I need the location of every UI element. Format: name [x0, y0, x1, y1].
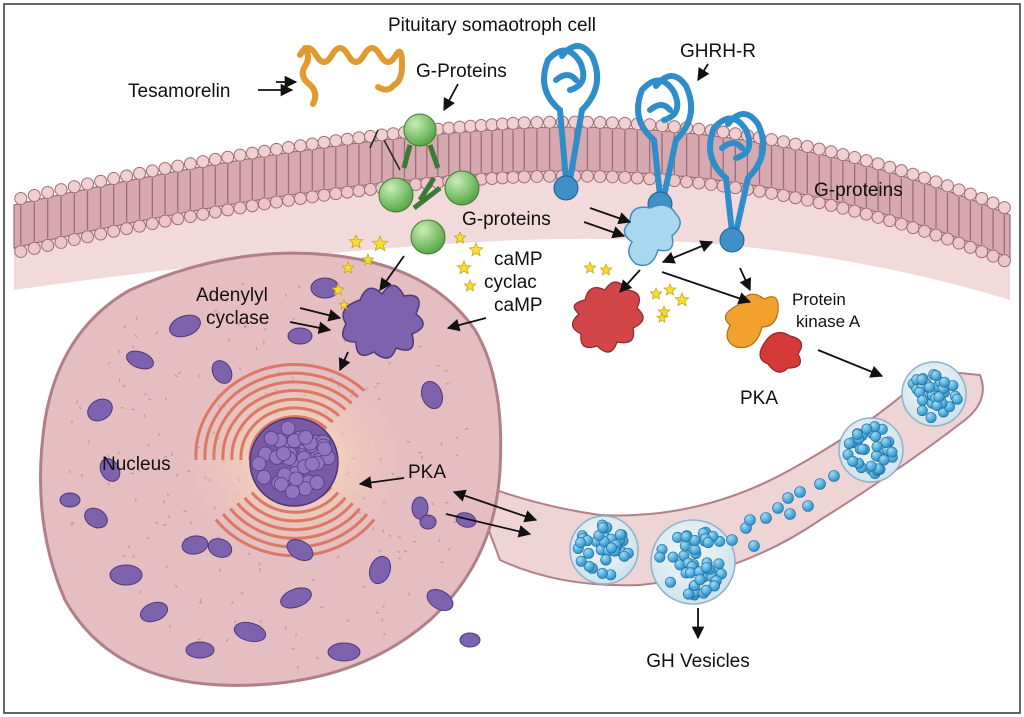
label-camp-1: caMP [494, 249, 543, 270]
tesamorelin-tail [299, 45, 319, 107]
label-pka-nucleus: PKA [408, 462, 446, 483]
star-icon [331, 230, 690, 323]
label-g-proteins-mid: G-proteins [462, 209, 551, 230]
g-protein-blue-icon [623, 204, 681, 267]
activated-enzyme-icon [571, 281, 644, 353]
tesamorelin-peptide-icon [297, 45, 406, 93]
label-pka-right: PKA [740, 388, 778, 409]
protein-kinase-a-icon [724, 293, 803, 373]
organelles [59, 277, 481, 662]
label-g-proteins-top: G-Proteins [416, 61, 507, 82]
g-protein-icon [369, 113, 480, 255]
label-g-proteins-right: G-proteins [814, 180, 903, 201]
label-ghrh-r: GHRH-R [680, 41, 756, 62]
adenylyl-cyclase-icon [341, 284, 424, 359]
arrows [258, 63, 884, 640]
label-cyclac: cyclac [484, 272, 537, 293]
label-tesamorelin: Tesamorelin [128, 81, 230, 102]
label-adenylyl: Adenylyl [196, 285, 268, 306]
label-cyclase: cyclase [206, 308, 269, 329]
label-nucleus: Nucleus [102, 454, 171, 475]
nucleolus-icon [249, 417, 339, 507]
frame [3, 3, 1021, 714]
diagram-title: Pituitary somaotroph cell [388, 15, 596, 36]
label-kinase-a: kinase A [796, 312, 861, 331]
label-camp-2: caMP [494, 295, 543, 316]
gh-vesicle-icon [569, 361, 967, 605]
free-granules [726, 470, 840, 552]
label-protein: Protein [792, 290, 846, 309]
label-gh-vesicles: GH Vesicles [646, 651, 749, 672]
